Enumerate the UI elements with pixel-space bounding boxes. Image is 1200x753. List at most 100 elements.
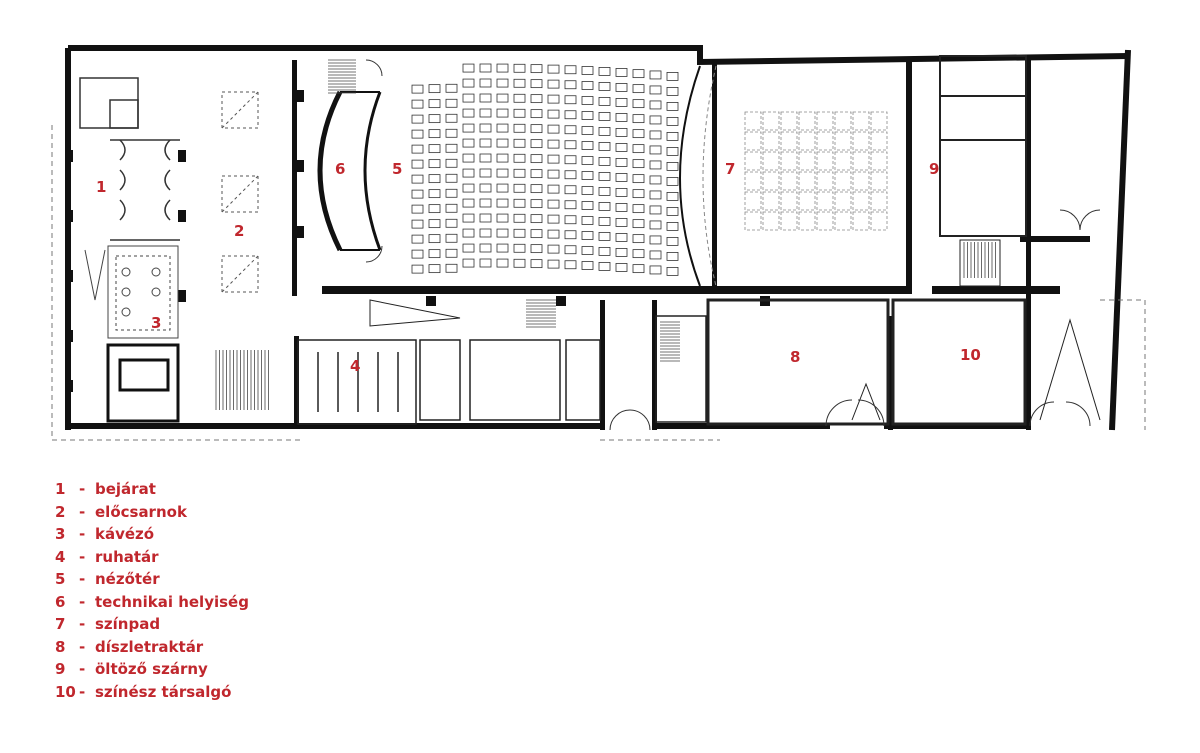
stage-grid-cell bbox=[780, 111, 798, 131]
seat bbox=[530, 124, 543, 134]
seat bbox=[445, 203, 458, 213]
interior-walls bbox=[292, 60, 1090, 430]
seat bbox=[462, 213, 475, 223]
columns bbox=[65, 90, 770, 392]
seat bbox=[581, 156, 594, 165]
seat bbox=[581, 126, 594, 135]
seat bbox=[615, 98, 628, 107]
seat bbox=[581, 216, 594, 225]
stage-grid-cell bbox=[870, 131, 888, 151]
stage-grid-cell bbox=[870, 151, 888, 171]
seat bbox=[496, 213, 509, 223]
seat bbox=[479, 123, 492, 133]
seat bbox=[445, 143, 458, 153]
seat bbox=[649, 85, 662, 95]
seat bbox=[411, 219, 424, 229]
seat bbox=[513, 213, 526, 223]
outer-walls bbox=[65, 45, 1131, 431]
auditorium-seating bbox=[411, 63, 679, 276]
seat bbox=[479, 258, 492, 268]
seat bbox=[547, 184, 560, 194]
seat bbox=[598, 187, 611, 196]
seat bbox=[581, 111, 594, 120]
seat bbox=[547, 244, 560, 254]
cafe-area bbox=[84, 245, 179, 339]
seat bbox=[479, 108, 492, 118]
seat bbox=[581, 261, 594, 270]
seat bbox=[564, 200, 577, 210]
seat bbox=[462, 63, 475, 73]
seat bbox=[513, 108, 526, 118]
seat bbox=[428, 159, 441, 169]
seat bbox=[496, 93, 509, 103]
seat bbox=[530, 229, 543, 239]
stage-grid-cell bbox=[744, 191, 762, 211]
seat bbox=[530, 244, 543, 254]
seat bbox=[632, 159, 645, 169]
seat bbox=[462, 198, 475, 208]
seat bbox=[462, 93, 475, 103]
room-label-6: 6 bbox=[335, 160, 345, 178]
seat bbox=[513, 243, 526, 253]
seat bbox=[666, 132, 679, 141]
stairs bbox=[215, 59, 996, 410]
floor-plan: 1 2 3 4 5 6 7 8 9 10 bbox=[51, 45, 1146, 441]
stage-grid-cell bbox=[852, 211, 870, 231]
seat bbox=[530, 79, 543, 89]
seat bbox=[615, 113, 628, 122]
seat bbox=[496, 108, 509, 118]
seat bbox=[666, 87, 679, 96]
stage-grid-cell bbox=[780, 151, 798, 171]
seat bbox=[649, 250, 662, 260]
stage-grid-cell bbox=[762, 151, 780, 171]
seat bbox=[649, 220, 662, 230]
seat bbox=[649, 265, 662, 275]
stage-grid-cell bbox=[870, 211, 888, 231]
seat bbox=[479, 198, 492, 208]
seat bbox=[615, 68, 628, 77]
seat bbox=[649, 70, 662, 80]
stage-grid-cell bbox=[834, 211, 852, 231]
stage-grid-cell bbox=[798, 131, 816, 151]
entrance-area bbox=[79, 77, 180, 241]
seat bbox=[581, 141, 594, 150]
seat bbox=[547, 214, 560, 224]
seat bbox=[496, 63, 509, 73]
seat bbox=[598, 142, 611, 151]
legend: 1-bejárat 2-előcsarnok 3-kávézó 4-ruhatá… bbox=[55, 478, 249, 703]
seat bbox=[496, 198, 509, 208]
stage-grid-cell bbox=[852, 111, 870, 131]
stage-grid-cell bbox=[762, 131, 780, 151]
legend-item: 8-díszletraktár bbox=[55, 637, 204, 656]
seat bbox=[564, 215, 577, 225]
seat bbox=[496, 153, 509, 163]
seat bbox=[666, 177, 679, 186]
seat bbox=[649, 235, 662, 245]
seat bbox=[428, 204, 441, 214]
seat bbox=[632, 114, 645, 124]
seat bbox=[428, 189, 441, 199]
seat bbox=[411, 249, 424, 259]
seat bbox=[632, 264, 645, 274]
stage-grid-cell bbox=[852, 191, 870, 211]
legend-item: 4-ruhatár bbox=[55, 547, 159, 566]
seat bbox=[564, 170, 577, 180]
legend-item: 7-színpad bbox=[55, 615, 161, 633]
seat bbox=[496, 228, 509, 238]
stage-grid-cell bbox=[870, 191, 888, 211]
seat bbox=[513, 183, 526, 193]
seat bbox=[632, 129, 645, 139]
seat bbox=[445, 248, 458, 258]
seat bbox=[649, 115, 662, 125]
seat bbox=[530, 169, 543, 179]
room-label-4: 4 bbox=[350, 357, 360, 375]
stage-grid-cell bbox=[816, 151, 834, 171]
seat bbox=[462, 138, 475, 148]
seat bbox=[581, 81, 594, 90]
seat bbox=[462, 78, 475, 88]
seat bbox=[530, 199, 543, 209]
room-label-1: 1 bbox=[96, 178, 106, 196]
seat bbox=[649, 205, 662, 215]
room-label-7: 7 bbox=[725, 160, 735, 178]
seat bbox=[513, 123, 526, 133]
